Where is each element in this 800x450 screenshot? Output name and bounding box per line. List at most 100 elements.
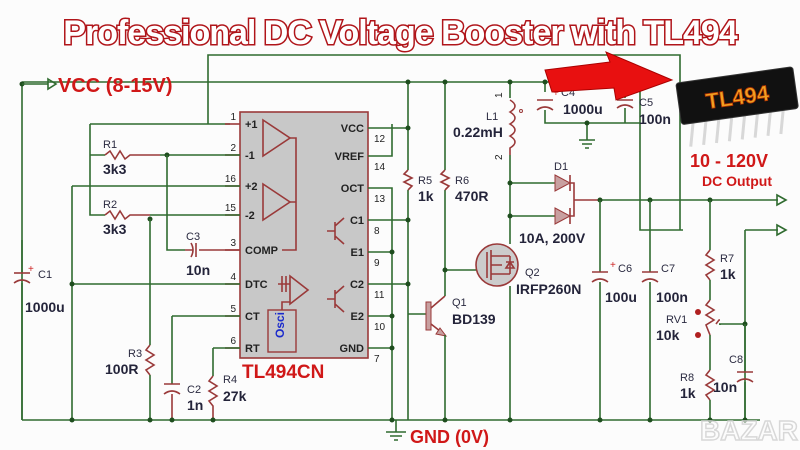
diode-d1 bbox=[507, 174, 600, 225]
pin-name: E2 bbox=[351, 311, 364, 323]
r2-value: 3k3 bbox=[103, 221, 127, 237]
ic-pin-1: 1+1 bbox=[225, 112, 258, 131]
capacitor-c4: + bbox=[536, 88, 559, 111]
resistor-r7 bbox=[704, 249, 716, 281]
r6-value: 470R bbox=[455, 188, 488, 204]
r6-ref: R6 bbox=[455, 175, 469, 187]
r5-value: 1k bbox=[418, 188, 434, 204]
inductor-l1 bbox=[508, 99, 523, 155]
reference-wire bbox=[89, 124, 105, 216]
output-port-arrow-icon bbox=[776, 193, 788, 207]
pin-name: VCC bbox=[341, 123, 364, 135]
c6-ref: C6 bbox=[618, 263, 632, 275]
c8-ref: C8 bbox=[729, 354, 743, 366]
ic-part-label: TL494CN bbox=[242, 362, 324, 383]
r8-ref: R8 bbox=[680, 372, 694, 384]
r1-ref: R1 bbox=[103, 139, 117, 151]
pin-number: 2 bbox=[230, 143, 236, 154]
r4-value: 27k bbox=[223, 388, 247, 404]
pin-name: -1 bbox=[245, 150, 255, 162]
l1-value: 0.22mH bbox=[453, 124, 503, 140]
d1-value: 10A, 200V bbox=[519, 230, 586, 246]
capacitor-c1: + bbox=[13, 240, 34, 420]
resistor-r2 bbox=[104, 209, 150, 221]
tl494-ic bbox=[239, 111, 369, 359]
r3-ref: R3 bbox=[128, 348, 142, 360]
capacitor-c5 bbox=[616, 99, 634, 109]
svg-text:+: + bbox=[610, 260, 616, 271]
pin-name: RT bbox=[245, 343, 260, 355]
c5-value: 100n bbox=[639, 111, 671, 127]
mosfet-q2 bbox=[475, 243, 519, 287]
r7-value: 1k bbox=[720, 266, 736, 282]
ic-pin-7: 7 GND bbox=[340, 343, 380, 365]
ic-pin-9: 9E1 bbox=[351, 247, 380, 269]
c7-value: 100n bbox=[656, 289, 688, 305]
capacitor-c7 bbox=[641, 271, 659, 283]
resistor-r3 bbox=[144, 344, 156, 420]
feedback-port-arrow-icon bbox=[776, 223, 788, 237]
l1-pin1: 1 bbox=[494, 92, 505, 98]
c7-ref: C7 bbox=[661, 263, 675, 275]
c2-ref: C2 bbox=[187, 384, 201, 396]
watermark: BAZAR bbox=[700, 415, 798, 446]
c3-ref: C3 bbox=[186, 231, 200, 243]
capacitor-c2 bbox=[163, 383, 181, 420]
pin-name: OCT bbox=[341, 183, 365, 195]
resistor-r8 bbox=[704, 369, 716, 401]
pin-name: COMP bbox=[245, 245, 278, 257]
pin-name: CT bbox=[245, 311, 260, 323]
ic-pin-14: 14 VREF bbox=[335, 151, 386, 173]
vcc-port-arrow-icon bbox=[47, 77, 58, 91]
output-desc-label: DC Output bbox=[702, 173, 772, 189]
pointer-arrow-icon bbox=[544, 51, 674, 101]
c3-value: 10n bbox=[186, 262, 210, 278]
resistor-r1 bbox=[104, 149, 160, 161]
r7-ref: R7 bbox=[720, 253, 734, 265]
pin-number: 4 bbox=[230, 272, 236, 283]
pin-number: 12 bbox=[374, 134, 386, 145]
c6-value: 100u bbox=[605, 289, 637, 305]
pin-number: 10 bbox=[374, 322, 386, 333]
q1-ref: Q1 bbox=[452, 297, 467, 309]
oscillator-label: Osci bbox=[273, 312, 287, 338]
ic-pin-12: 12 VCC bbox=[341, 123, 386, 145]
r4-ref: R4 bbox=[223, 374, 237, 386]
pin-number: 5 bbox=[230, 304, 236, 315]
svg-text:+: + bbox=[28, 264, 34, 275]
capacitor-c8 bbox=[736, 324, 754, 420]
pin-number: 14 bbox=[374, 162, 386, 173]
d1-ref: D1 bbox=[554, 161, 568, 173]
pin-name: C1 bbox=[350, 215, 364, 227]
q1-value: BD139 bbox=[452, 311, 496, 327]
pin-number: 1 bbox=[230, 112, 236, 123]
pin-number: 15 bbox=[225, 203, 237, 214]
pin-number: 6 bbox=[230, 336, 236, 347]
pin-name: GND bbox=[340, 343, 365, 355]
gnd-rail bbox=[22, 419, 760, 441]
capacitor-c3 bbox=[185, 242, 240, 258]
c1-value: 1000u bbox=[25, 299, 65, 315]
c1-ref: C1 bbox=[38, 269, 52, 281]
q2-value: IRFP260N bbox=[516, 281, 581, 297]
pin-name: VREF bbox=[335, 151, 365, 163]
pin-name: C2 bbox=[350, 279, 364, 291]
pin-number: 8 bbox=[374, 226, 380, 237]
pin-name: +2 bbox=[245, 181, 258, 193]
capacitor-c6: + bbox=[591, 260, 616, 283]
pin-number: 16 bbox=[225, 174, 237, 185]
resistor-r6 bbox=[439, 169, 451, 191]
page-title: Professional DC Voltage Booster with TL4… bbox=[63, 14, 737, 52]
rv1-value: 10k bbox=[656, 327, 680, 343]
pin-number: 13 bbox=[374, 194, 386, 205]
ic-pin-8: 8 C1 bbox=[350, 215, 380, 237]
c5-ref: C5 bbox=[639, 97, 653, 109]
pin-number: 7 bbox=[374, 354, 380, 365]
r1-value: 3k3 bbox=[103, 161, 127, 177]
gnd-label: GND (0V) bbox=[410, 427, 489, 447]
r5-ref: R5 bbox=[418, 175, 432, 187]
